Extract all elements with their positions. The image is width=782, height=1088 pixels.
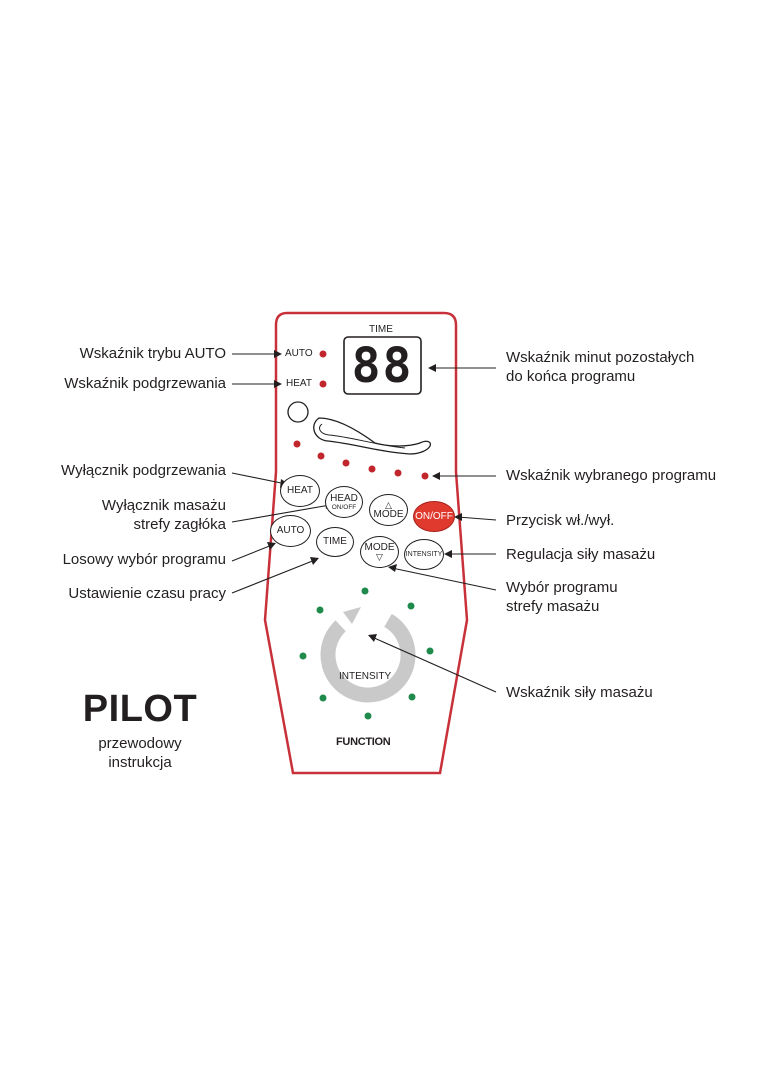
head-zone-icon (287, 401, 309, 423)
label-minutes-left-2: do końca programu (506, 368, 636, 385)
time-label: TIME (369, 324, 393, 335)
heat-led (319, 380, 327, 388)
label-zone-program-1: Wybór programu (506, 579, 618, 596)
program-led (317, 452, 325, 460)
auto-button-label: AUTO (276, 525, 305, 536)
time-display-digits: 88 (351, 338, 414, 394)
time-button-label: TIME (323, 536, 347, 547)
intensity-led (316, 606, 324, 614)
label-random-program: Losowy wybór programu (62, 551, 226, 568)
intensity-led (299, 652, 307, 660)
head-button-sublabel: ON/OFF (331, 503, 357, 511)
head-onoff-button[interactable]: HEAD ON/OFF (325, 486, 363, 518)
intensity-dial-label: INTENSITY (339, 671, 392, 682)
intensity-led (407, 602, 415, 610)
intensity-swirl-icon (320, 607, 416, 703)
leader-lines (231, 353, 497, 693)
program-led (293, 440, 301, 448)
label-auto-indicator: Wskaźnik trybu AUTO (79, 345, 226, 362)
label-program-indicator: Wskaźnik wybranego programu (506, 467, 717, 484)
label-intensity-regulation: Regulacja siły masażu (506, 546, 656, 563)
pilot-subtitle-2: instrukcja (108, 754, 172, 771)
label-zone-program-2: strefy masażu (506, 598, 600, 615)
label-heat-switch: Wyłącznik podgrzewania (61, 462, 226, 479)
intensity-button[interactable]: INTENSITY (404, 539, 444, 570)
program-led (394, 469, 402, 477)
time-button[interactable]: TIME (316, 527, 354, 557)
intensity-button-label: INTENSITY (405, 551, 443, 558)
onoff-button[interactable]: ON/OFF (413, 501, 455, 532)
label-head-switch-2: strefy zagłóka (133, 516, 226, 533)
pilot-subtitle-1: przewodowy (98, 735, 182, 752)
arrow-heads (267, 350, 462, 642)
intensity-led (361, 587, 369, 595)
program-led (368, 465, 376, 473)
heat-button[interactable]: HEAT (280, 475, 320, 507)
auto-led (319, 350, 327, 358)
intensity-leds (299, 587, 434, 720)
chair-inner-line (319, 423, 406, 449)
mode-up-button[interactable]: △ MODE (369, 494, 408, 526)
label-intensity-indicator: Wskaźnik siły masażu (506, 684, 653, 701)
label-work-time: Ustawienie czasu pracy (68, 585, 226, 602)
intensity-led (426, 647, 434, 655)
mode-up-label: MODE (373, 508, 404, 520)
function-label: FUNCTION (336, 736, 391, 748)
triangle-up-icon: △ (385, 499, 392, 510)
auto-indicator-label: AUTO (285, 348, 313, 359)
mode-down-label: MODE (364, 541, 395, 553)
auto-button[interactable]: AUTO (270, 515, 311, 547)
triangle-down-icon: ▽ (376, 551, 383, 562)
program-leds (293, 440, 429, 480)
heat-button-label: HEAT (287, 485, 313, 496)
label-minutes-left-1: Wskaźnik minut pozostałych (506, 349, 695, 366)
label-onoff-button: Przycisk wł./wył. (506, 512, 615, 529)
program-led (421, 472, 429, 480)
label-head-switch-1: Wyłącznik masażu (101, 497, 226, 514)
heat-indicator-label: HEAT (286, 378, 312, 389)
intensity-led (364, 712, 372, 720)
intensity-led (408, 693, 416, 701)
program-led (342, 459, 350, 467)
label-heat-indicator: Wskaźnik podgrzewania (64, 375, 226, 392)
onoff-button-label: ON/OFF (415, 510, 453, 522)
pilot-title: PILOT (82, 688, 198, 730)
head-button-label: HEAD (330, 492, 358, 504)
intensity-led (319, 694, 327, 702)
time-display (343, 336, 422, 395)
mode-down-button[interactable]: MODE ▽ (360, 536, 399, 568)
